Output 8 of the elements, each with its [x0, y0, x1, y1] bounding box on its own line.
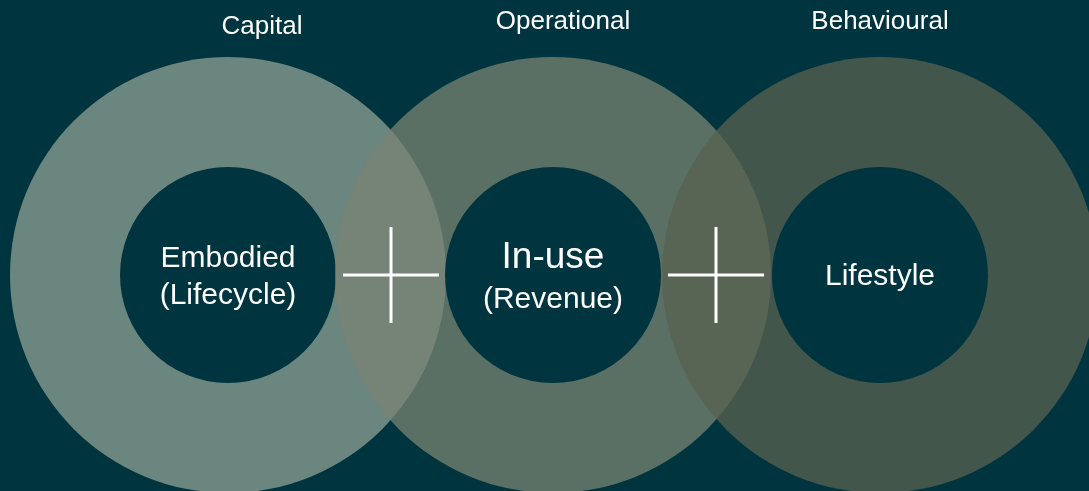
circle-label: In-use	[501, 234, 605, 279]
circle-label: (Lifecycle)	[159, 276, 297, 312]
circle-label: Lifestyle	[824, 257, 936, 294]
circle-label: Embodied	[160, 238, 296, 275]
circle-heading: Capital	[221, 10, 303, 41]
circle-label: (Revenue)	[482, 280, 624, 317]
circle-heading: Operational	[495, 5, 631, 36]
circle-heading: Behavioural	[811, 5, 949, 36]
